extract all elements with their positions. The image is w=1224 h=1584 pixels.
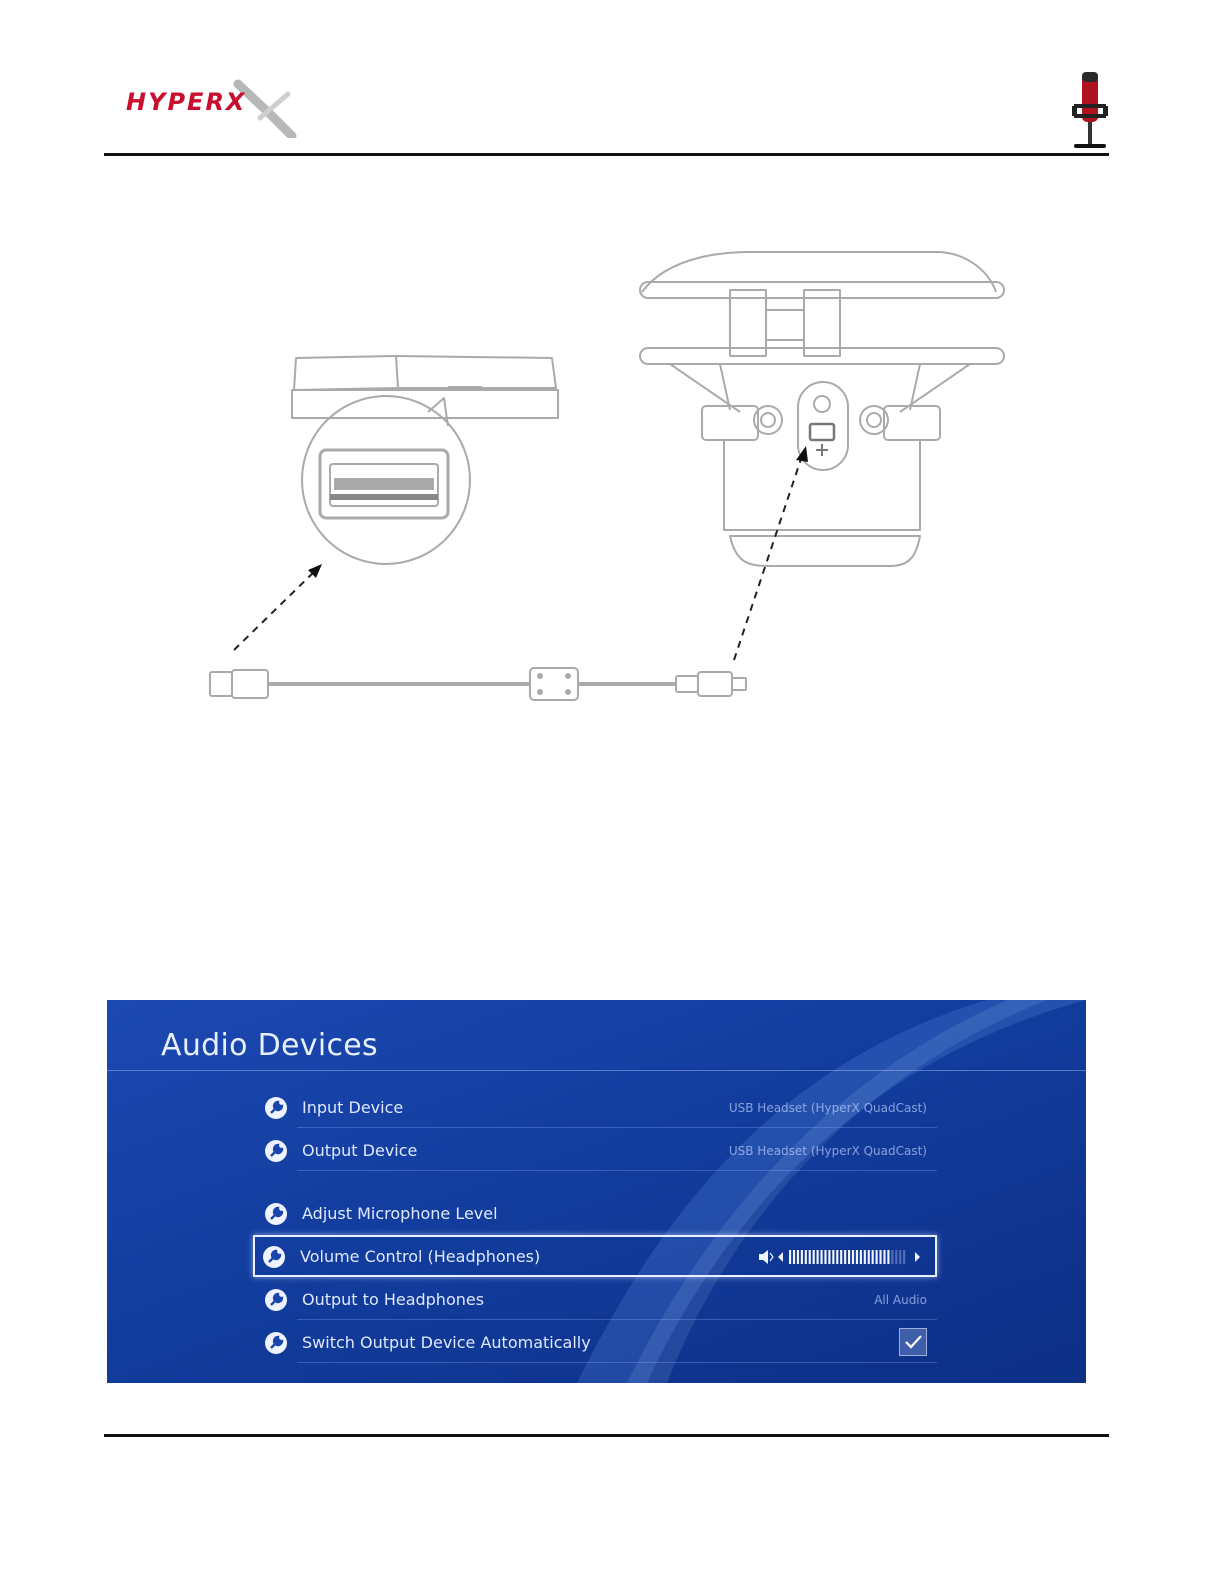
volume-tick xyxy=(872,1250,874,1264)
checkmark-icon xyxy=(900,1329,926,1355)
menu-row-switch-output-device-automatically[interactable]: Switch Output Device Automatically xyxy=(257,1323,937,1363)
brand-wordmark: HYPERX xyxy=(126,88,246,116)
volume-tick xyxy=(793,1250,795,1264)
row-value: USB Headset (HyperX QuadCast) xyxy=(729,1144,927,1158)
volume-tick xyxy=(824,1250,826,1264)
volume-tick xyxy=(899,1250,901,1264)
volume-tick xyxy=(844,1250,846,1264)
ps4-audio-devices-screen: Audio Devices Input Device USB Headset (… xyxy=(107,1000,1086,1383)
volume-tick xyxy=(887,1250,889,1264)
row-divider xyxy=(297,1319,937,1320)
screen-title: Audio Devices xyxy=(161,1028,378,1063)
volume-tick xyxy=(828,1250,830,1264)
row-label: Input Device xyxy=(302,1098,403,1117)
volume-tick xyxy=(860,1250,862,1264)
wrench-icon xyxy=(264,1202,288,1226)
row-value: USB Headset (HyperX QuadCast) xyxy=(729,1101,927,1115)
menu-row-output-to-headphones[interactable]: Output to Headphones All Audio xyxy=(257,1280,937,1320)
wrench-icon xyxy=(264,1096,288,1120)
quadcast-microphone-base xyxy=(640,252,1004,566)
chevron-left-icon xyxy=(778,1252,783,1262)
chevron-right-icon xyxy=(915,1252,920,1262)
auto-switch-checkbox[interactable] xyxy=(899,1328,927,1356)
volume-tick xyxy=(903,1250,905,1264)
hyperx-logo: HYPERX xyxy=(120,78,300,138)
volume-tick xyxy=(797,1250,799,1264)
volume-tick xyxy=(895,1250,897,1264)
row-divider xyxy=(297,1127,937,1128)
volume-tick xyxy=(883,1250,885,1264)
row-label: Switch Output Device Automatically xyxy=(302,1333,591,1352)
row-value: All Audio xyxy=(874,1293,927,1307)
volume-tick xyxy=(832,1250,834,1264)
row-label: Output to Headphones xyxy=(302,1290,484,1309)
menu-row-input-device[interactable]: Input Device USB Headset (HyperX QuadCas… xyxy=(257,1088,937,1128)
volume-tick xyxy=(789,1250,791,1264)
connection-illustration xyxy=(190,240,1020,720)
usb-port-magnifier xyxy=(302,396,470,564)
wrench-icon xyxy=(264,1331,288,1355)
row-divider xyxy=(297,1362,937,1363)
volume-level-bars xyxy=(789,1250,905,1264)
menu-row-adjust-microphone-level[interactable]: Adjust Microphone Level xyxy=(257,1194,937,1234)
volume-tick xyxy=(848,1250,850,1264)
volume-tick xyxy=(820,1250,822,1264)
header-divider xyxy=(104,153,1109,156)
volume-tick xyxy=(813,1250,815,1264)
volume-tick xyxy=(840,1250,842,1264)
volume-tick xyxy=(809,1250,811,1264)
wrench-icon xyxy=(264,1288,288,1312)
wrench-icon xyxy=(262,1245,286,1269)
volume-slider[interactable] xyxy=(757,1246,927,1268)
microphone-icon xyxy=(1068,70,1112,152)
menu-row-output-device[interactable]: Output Device USB Headset (HyperX QuadCa… xyxy=(257,1131,937,1171)
volume-tick xyxy=(836,1250,838,1264)
menu-row-volume-control-headphones[interactable]: Volume Control (Headphones) xyxy=(253,1235,937,1277)
row-divider xyxy=(297,1170,937,1171)
footer-divider xyxy=(104,1434,1109,1437)
volume-tick xyxy=(817,1250,819,1264)
volume-tick xyxy=(856,1250,858,1264)
row-label: Volume Control (Headphones) xyxy=(300,1247,540,1266)
usb-cable xyxy=(210,668,746,700)
volume-tick xyxy=(805,1250,807,1264)
volume-tick xyxy=(801,1250,803,1264)
volume-tick xyxy=(876,1250,878,1264)
row-label: Output Device xyxy=(302,1141,417,1160)
ps4-console xyxy=(292,356,558,418)
volume-tick xyxy=(864,1250,866,1264)
volume-tick xyxy=(868,1250,870,1264)
row-label: Adjust Microphone Level xyxy=(302,1204,498,1223)
volume-tick xyxy=(891,1250,893,1264)
volume-tick xyxy=(879,1250,881,1264)
wrench-icon xyxy=(264,1139,288,1163)
title-divider xyxy=(107,1070,1086,1071)
speaker-icon xyxy=(759,1250,773,1264)
volume-tick xyxy=(852,1250,854,1264)
